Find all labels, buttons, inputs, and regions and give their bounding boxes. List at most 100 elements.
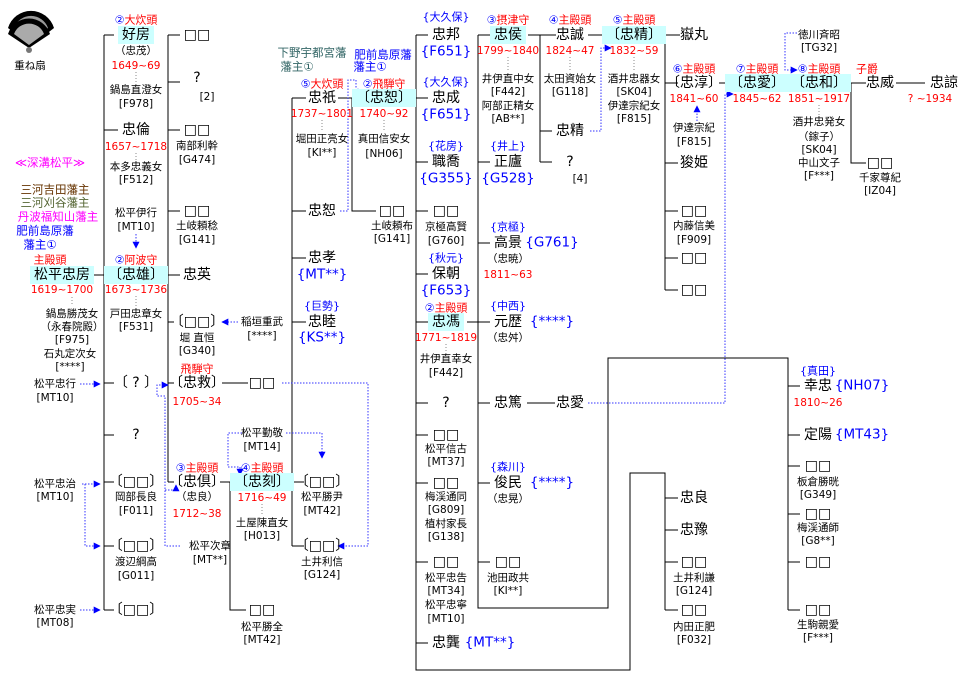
title-number: ②	[362, 77, 373, 91]
tadatoki-years: 1716~49	[237, 491, 287, 504]
tadatomo2: 〔忠倶〕	[169, 474, 225, 490]
tadamasa-wife-code: [KI**]	[307, 146, 337, 159]
tadahira-title: 飛騨守	[181, 364, 214, 375]
tadakazu-wife1: 酒井忠発女	[792, 115, 846, 128]
tadaatsu2: 〔忠淳〕	[666, 75, 722, 91]
tadatomo2-alias: （忠良）	[176, 490, 218, 503]
tadatsugu-years: ? ~1934	[907, 92, 953, 105]
c5-child10-spouse1: 松平忠告	[425, 571, 467, 584]
c5a-child-spouse: 土岐頼布	[371, 219, 413, 232]
tadafusa-wife1-code: [F975]	[54, 333, 90, 346]
inagaki-code: [****]	[247, 329, 277, 342]
takakage-years: 1811~63	[483, 268, 533, 281]
gakumaru: 嶽丸	[680, 27, 708, 43]
yukitada: 幸忠	[804, 378, 832, 394]
tadazane2-years: 1824~47	[545, 44, 595, 57]
br-child3-spouse: 板倉勝晄	[797, 475, 839, 488]
tadafusa: 松平忠房	[30, 266, 94, 284]
tsugiaki-code: [MT**]	[192, 553, 228, 566]
koreyuki: 松平伊行	[115, 206, 157, 219]
c5-child9-spouse1: 梅渓通同	[425, 490, 467, 503]
c4-child5-code: [MT42]	[303, 504, 341, 517]
koreyuki-code: [MT10]	[117, 220, 155, 233]
tadatoki-wife-code: [H013]	[243, 529, 281, 542]
br-child6-code: [F***]	[803, 631, 833, 644]
tadazane: 松平忠実	[34, 603, 76, 616]
c9-child: □□	[866, 155, 894, 171]
tadaharu: 松平忠治	[34, 477, 76, 490]
c5-child4-code: [G760]	[427, 234, 465, 247]
title-number: ②	[114, 13, 125, 27]
c8-child6: □□	[680, 282, 708, 298]
c4-child5: 〔□□〕	[294, 474, 350, 490]
tadatomo-wife-code: [F512]	[118, 173, 154, 186]
tadakiyo-years: 1832~59	[609, 44, 659, 57]
tadakazu-wife2: 中山文子	[798, 156, 840, 169]
c5-child10: □□	[432, 554, 460, 570]
c2-child7: 〔□□〕	[108, 538, 164, 554]
c5-child9-code1: [G809]	[427, 503, 465, 516]
tadanari-clan: {大久保}	[422, 75, 470, 89]
tadahiro-wife: 真田信安女	[357, 132, 411, 145]
domain-1: 三河吉田藩主	[20, 182, 90, 197]
title-number: ③	[175, 461, 186, 475]
tadakiyo-title: ⑤主殿頭	[613, 15, 656, 26]
tadazane2: 忠誠	[556, 27, 584, 43]
tadayori-wife-code: [F442]	[428, 366, 464, 379]
c8-child4: □□	[680, 203, 708, 219]
tadatoki-wife: 土屋陳直女	[235, 516, 289, 529]
tadachika: 忠睦	[308, 314, 336, 330]
title-text: 大炊頭	[310, 77, 344, 91]
c5-child9: □□	[432, 475, 460, 491]
c2-unknown1: 〔 ? 〕	[113, 375, 159, 391]
tadahiro-title: ②飛騨守	[363, 79, 406, 90]
title-number: ⑥	[672, 62, 683, 76]
tadayori-wife: 井伊直幸女	[419, 352, 473, 365]
motoyoshi-code: {G355}	[419, 170, 473, 187]
c2-child7-spouse: 渡辺綱高	[115, 555, 157, 568]
yoshifusa-wife-code: [F978]	[118, 97, 154, 110]
tadakazu-years: 1851~1917	[787, 92, 851, 105]
c9-child-code: [IZ04]	[864, 184, 896, 197]
tadayasu: 忠豫	[680, 522, 708, 538]
tadanobu-wife2-code: [AB**]	[491, 112, 525, 125]
title-text: 主殿頭	[434, 301, 468, 315]
c4b-child: □□	[248, 602, 276, 618]
tadafusa-wife2: 石丸定次女	[43, 347, 97, 360]
toshitami: 俊民	[494, 475, 522, 491]
yoshifusa-years: 1649~69	[111, 59, 161, 72]
c2-unknown2: ?	[132, 427, 140, 443]
br-child6: □□	[804, 602, 832, 618]
date-code: [F815]	[676, 135, 712, 148]
yoshifusa-alias: （忠茂）	[115, 44, 157, 57]
bm-child3-code: [G124]	[675, 584, 713, 597]
tadatomo2-years: 1712~38	[172, 507, 222, 520]
title-text: 主殿頭	[33, 253, 67, 267]
tadahiro: 〔忠恕〕	[352, 89, 416, 107]
tadayori-years: 1771~1819	[414, 331, 478, 344]
bm-child4-code: [F032]	[676, 633, 712, 646]
br-child6-spouse: 生駒親愛	[797, 618, 839, 631]
tadakiyo: 〔忠精〕	[602, 26, 666, 44]
title-text: 主殿頭	[682, 62, 716, 76]
tadanobu-wife1-code: [F442]	[490, 85, 526, 98]
clan-name: ≪深溝松平≫	[14, 155, 86, 170]
tadakuni: 忠邦	[432, 27, 460, 43]
shimabara-1: 肥前島原藩	[354, 47, 412, 62]
tadazane-code: [MT08]	[36, 616, 74, 629]
c5-child9-spouse2: 植村家長	[425, 517, 467, 530]
shimabara-2: 藩主①	[353, 59, 387, 74]
tadakazu-title: ⑧主殿頭	[798, 64, 841, 75]
tadao-years: 1673~1736	[104, 283, 168, 296]
domain-2: 三河刈谷藩主	[20, 195, 90, 210]
br-child5: □□	[804, 554, 832, 570]
tadayoshi: 忠良	[680, 490, 708, 506]
c4-child6-code: [G124]	[303, 568, 341, 581]
spouse-dotted-lines	[71, 57, 820, 515]
yukitada-code: {NH07}	[834, 377, 890, 394]
br-child4-spouse: 梅渓通師	[797, 521, 839, 534]
c5a-child-code: [G141]	[373, 232, 411, 245]
takakage-alias: （忠暁）	[487, 252, 529, 265]
utsunomiya-1: 下野宇都宮藩	[277, 45, 347, 60]
c3-child4-spouse: 土岐頼稔	[176, 219, 218, 232]
